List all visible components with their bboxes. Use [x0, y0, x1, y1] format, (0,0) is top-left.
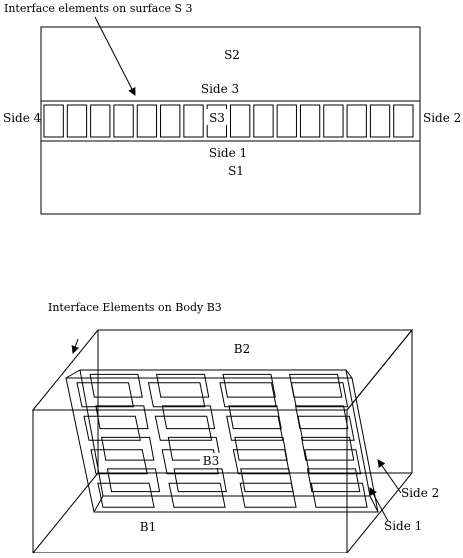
side-2-label-bottom: Side 2 — [401, 486, 439, 500]
grid-element-cell — [161, 405, 216, 430]
grid-element-cell — [228, 405, 282, 430]
bottom-caption-arrow — [71, 338, 80, 354]
s3-label-bg — [206, 109, 228, 125]
top-caption-arrow — [94, 16, 136, 96]
grid-element-cell — [297, 415, 355, 441]
grid-element-cell — [154, 415, 213, 441]
grid-element-cell — [106, 468, 161, 493]
layer-edge — [369, 495, 379, 513]
interface-element — [393, 104, 414, 138]
interface-element — [346, 104, 367, 138]
grid-element-cell — [240, 468, 294, 493]
side-1-arrow — [369, 487, 389, 522]
side-1-label-top: Side 1 — [209, 146, 247, 160]
interface-element — [66, 104, 88, 138]
grid-element-cell — [168, 482, 226, 508]
grid-element-cell — [173, 468, 227, 493]
grid-element-cell — [83, 415, 141, 441]
grid-element-cell — [90, 449, 148, 475]
body-b2-label: B2 — [234, 342, 250, 356]
grid-element-cell — [239, 482, 297, 508]
interface-elements-row — [43, 104, 414, 138]
grid-element-cell — [306, 468, 361, 493]
interface-element — [253, 104, 274, 138]
interface-element — [90, 104, 111, 138]
grid-element-cell — [97, 482, 155, 508]
grid-element-cell — [310, 482, 368, 508]
grid-element-cell — [232, 449, 291, 475]
top-figure: Interface elements on surface S 3 S2 Sid… — [3, 2, 461, 215]
body-b1-label: B1 — [140, 520, 156, 534]
region-s2-label: S2 — [224, 48, 240, 62]
grid-element-cell — [76, 382, 135, 408]
grid-element-cell — [300, 436, 355, 461]
bottom-figure: Interface Elements on Body B3 B2 B3 B1 S… — [31, 301, 439, 555]
grid-element-cell — [155, 373, 210, 398]
side-2-label-top: Side 2 — [423, 111, 461, 125]
interface-element — [323, 104, 344, 138]
grid-element-cell — [161, 449, 219, 475]
grid-element-cell — [226, 415, 284, 441]
surface-outline — [40, 26, 421, 215]
top-caption: Interface elements on surface S 3 — [4, 2, 193, 15]
grid-element-cell — [219, 382, 277, 408]
interface-layer-grid — [65, 369, 379, 513]
grid-element-cell — [290, 382, 349, 408]
layer-edge — [93, 495, 104, 513]
box-hidden-edge-d — [32, 472, 99, 554]
grid-element-cell — [294, 405, 349, 430]
side-1-label-bottom: Side 1 — [384, 519, 422, 533]
interface-element — [299, 104, 321, 138]
grid-element-cell — [147, 382, 206, 408]
s3-label: S3 — [209, 111, 225, 125]
region-s1-label: S1 — [228, 164, 244, 178]
bottom-caption: Interface Elements on Body B3 — [48, 301, 222, 314]
interface-element — [276, 104, 297, 138]
grid-element-cell — [89, 373, 143, 398]
body-b3-label: B3 — [203, 454, 219, 468]
grid-element-cell — [304, 449, 362, 475]
side-4-label: Side 4 — [3, 111, 42, 125]
grid-element-cell — [234, 436, 288, 461]
grid-element-cell — [222, 373, 276, 398]
b3-label-bg — [200, 453, 222, 468]
layer-edge — [65, 369, 81, 379]
side-3-label: Side 3 — [201, 82, 239, 96]
interface-element — [43, 104, 64, 138]
interface-element — [160, 104, 181, 138]
interface-element — [136, 104, 158, 138]
interface-element — [113, 104, 134, 138]
layer-upper-outline — [79, 369, 371, 497]
grid-element-cell — [95, 405, 149, 430]
interface-element — [183, 104, 204, 138]
box-front-face — [32, 409, 348, 554]
interface-element — [230, 104, 251, 138]
body-box-3d — [31, 328, 414, 555]
side-2-arrow — [377, 459, 402, 494]
grid-element-cell — [100, 436, 155, 461]
interface-element — [369, 104, 391, 138]
layer-edge — [345, 369, 353, 379]
